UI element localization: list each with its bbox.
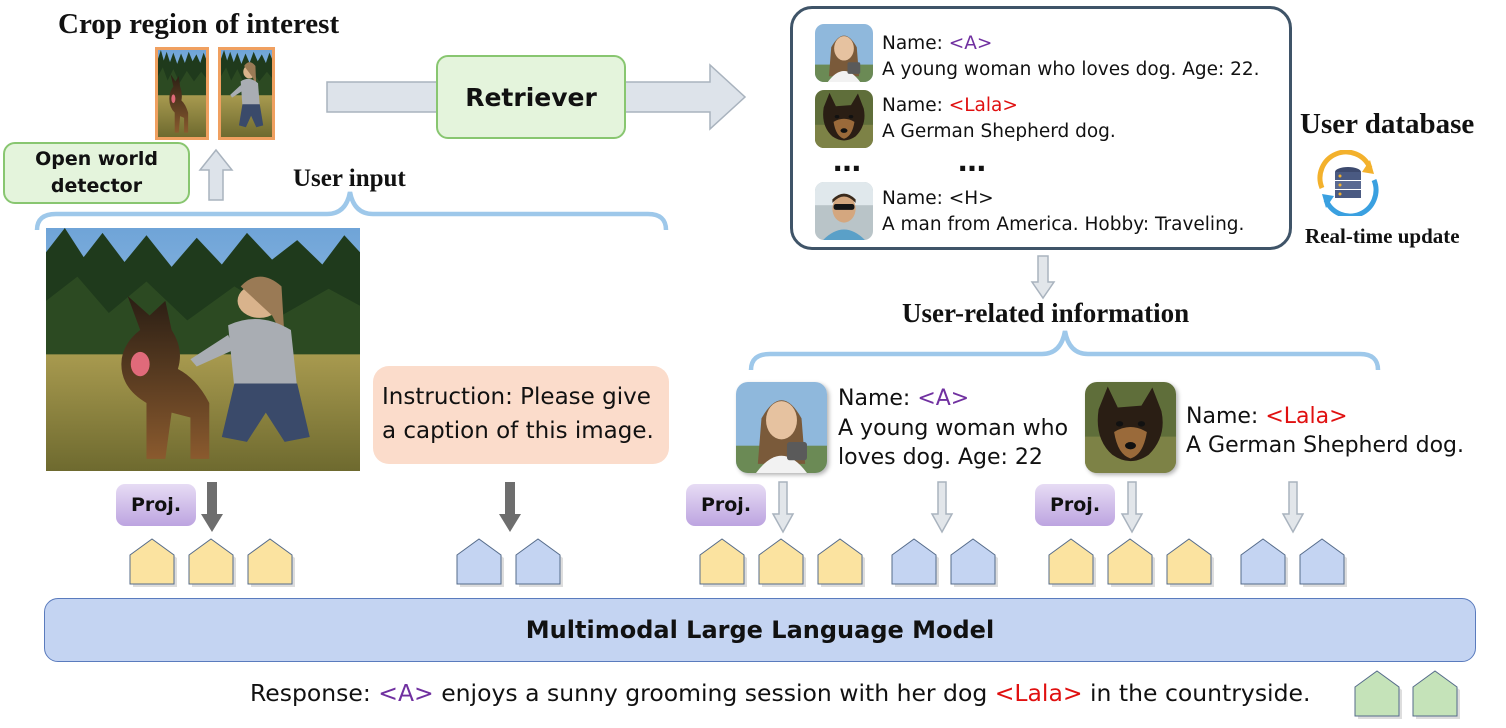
image-token <box>1107 538 1155 587</box>
image-token <box>758 538 806 587</box>
user-input-brace <box>34 191 669 231</box>
open-world-detector-box: Open world detector <box>3 142 190 204</box>
db-ellipsis-left: … <box>833 145 861 178</box>
db-entry-woman-name: Name: <A> <box>882 33 993 54</box>
related-woman-name: Name: <A> <box>838 386 970 411</box>
db-entry-woman-desc: A young woman who loves dog. Age: 22. <box>882 59 1260 80</box>
image-token <box>817 538 865 587</box>
related-woman-desc-line1: A young woman who <box>838 416 1069 441</box>
instruction-to-token-arrow <box>499 482 521 532</box>
related-dog-text-arrow <box>1281 481 1305 534</box>
instruction-box: Instruction: Please give a caption of th… <box>373 366 669 464</box>
database-sync-icon <box>1317 150 1379 216</box>
detector-to-crop-arrow <box>198 148 234 201</box>
text-token <box>1240 538 1288 587</box>
retriever-box: Retriever <box>436 55 626 139</box>
related-dog-image-arrow <box>1120 481 1144 534</box>
user-input-image <box>46 228 360 471</box>
user-database-title: User database <box>1300 108 1475 140</box>
crop-woman-thumbnail <box>218 47 275 140</box>
db-entry-man-desc: A man from America. Hobby: Traveling. <box>882 214 1245 235</box>
mllm-label: Multimodal Large Language Model <box>525 616 995 644</box>
text-token <box>515 538 563 587</box>
db-entry-woman-photo <box>815 24 873 82</box>
proj-box-user-image: Proj. <box>116 484 196 526</box>
db-entry-dog-desc: A German Shepherd dog. <box>882 121 1116 142</box>
text-token <box>891 538 939 587</box>
instruction-text: Instruction: Please give a caption of th… <box>382 384 654 444</box>
text-token <box>456 538 504 587</box>
crop-dog-thumbnail <box>155 47 209 140</box>
image-token <box>699 538 747 587</box>
db-entry-dog-photo <box>815 90 873 148</box>
related-woman-text-arrow <box>930 481 954 534</box>
related-woman-desc-line2: loves dog. Age: 22 <box>838 445 1043 470</box>
output-token <box>1412 670 1460 719</box>
real-time-update-label: Real-time update <box>1305 224 1460 248</box>
related-woman-image-arrow <box>771 481 795 534</box>
image-token <box>129 538 177 587</box>
text-token <box>950 538 998 587</box>
detector-label: Open world detector <box>35 148 158 197</box>
image-token <box>188 538 236 587</box>
database-to-related-arrow <box>1030 255 1056 300</box>
response-text: Response: <A> enjoys a sunny grooming se… <box>250 679 1311 707</box>
related-dog-photo <box>1085 382 1176 473</box>
crop-title: Crop region of interest <box>58 8 340 40</box>
output-token <box>1354 670 1402 719</box>
db-ellipsis-right: … <box>958 145 986 178</box>
retriever-label: Retriever <box>465 82 597 112</box>
user-related-info-label: User-related information <box>902 298 1190 328</box>
related-woman-photo <box>736 382 827 473</box>
db-entry-dog-name: Name: <Lala> <box>882 95 1018 116</box>
image-to-token-arrow <box>201 482 223 532</box>
related-dog-desc: A German Shepherd dog. <box>1186 433 1465 458</box>
proj-box-related-woman: Proj. <box>686 484 766 526</box>
related-dog-name: Name: <Lala> <box>1186 404 1348 429</box>
mllm-box: Multimodal Large Language Model <box>44 598 1476 662</box>
user-database-panel: Name: <A> A young woman who loves dog. A… <box>790 6 1292 250</box>
db-entry-man-photo <box>815 182 873 240</box>
text-token <box>1299 538 1347 587</box>
user-related-info-brace <box>748 330 1381 371</box>
user-input-label: User input <box>293 165 406 192</box>
image-token <box>1048 538 1096 587</box>
proj-box-related-dog: Proj. <box>1035 484 1115 526</box>
db-entry-man-name: Name: <H> <box>882 188 994 209</box>
image-token <box>1166 538 1214 587</box>
image-token <box>247 538 295 587</box>
